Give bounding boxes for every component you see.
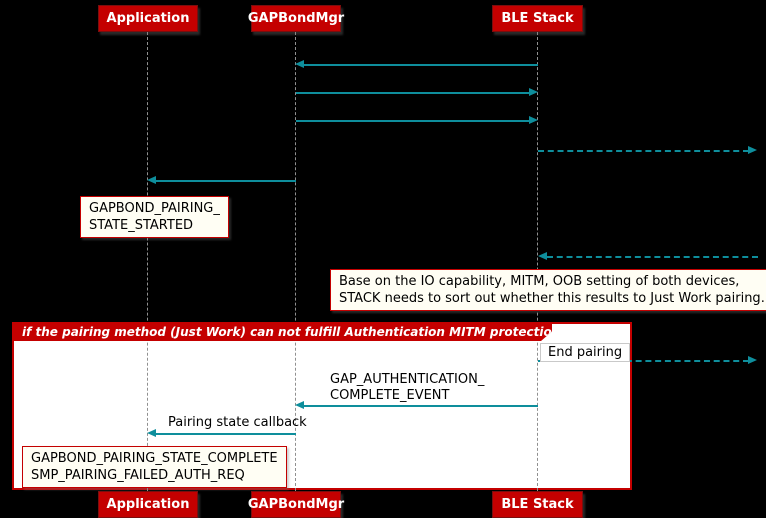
participant-ble-stack-bottom: BLE Stack bbox=[492, 491, 583, 518]
arrowhead-right-icon bbox=[748, 146, 757, 154]
pairing-state-callback-text: Pairing state callback bbox=[168, 415, 307, 430]
message-line-1 bbox=[304, 64, 538, 66]
participant-ble-stack-label: BLE Stack bbox=[501, 497, 574, 512]
note-pairing-state-started: GAPBOND_PAIRING_ STATE_STARTED bbox=[80, 196, 229, 238]
message-line-2 bbox=[296, 92, 530, 94]
participant-ble-stack-top: BLE Stack bbox=[492, 5, 583, 32]
participant-application-label: Application bbox=[106, 11, 190, 26]
participant-gapbondmgr-top: GAPBondMgr bbox=[247, 5, 345, 32]
participant-application-label: Application bbox=[106, 497, 190, 512]
lifeline-ble-stack bbox=[537, 32, 538, 491]
message-line-6 bbox=[547, 256, 758, 258]
message-line-5 bbox=[156, 180, 296, 182]
participant-application-bottom: Application bbox=[98, 491, 198, 518]
arrowhead-right-icon bbox=[748, 356, 757, 364]
arrowhead-left-icon bbox=[295, 60, 304, 68]
message-line-8 bbox=[304, 405, 538, 407]
arrowhead-left-icon bbox=[147, 176, 156, 184]
note-line: SMP_PAIRING_FAILED_AUTH_REQ bbox=[31, 468, 245, 483]
note-line: STACK needs to sort out whether this res… bbox=[339, 291, 765, 306]
end-pairing-text: End pairing bbox=[548, 345, 623, 360]
arrowhead-left-icon bbox=[147, 429, 156, 437]
note-line: GAPBOND_PAIRING_ bbox=[89, 201, 220, 216]
note-io-capability: Base on the IO capability, MITM, OOB set… bbox=[330, 269, 766, 311]
message-label-gap-authentication: GAP_AUTHENTICATION_ COMPLETE_EVENT bbox=[330, 372, 484, 404]
alt-fragment-header: if the pairing method (Just Work) can no… bbox=[12, 322, 552, 341]
message-line-7 bbox=[538, 360, 749, 362]
note-line: STATE_STARTED bbox=[89, 218, 194, 233]
alt-fragment-title: if the pairing method (Just Work) can no… bbox=[22, 324, 561, 339]
gap-authentication-line1: GAP_AUTHENTICATION_ bbox=[330, 372, 485, 387]
arrowhead-left-icon bbox=[538, 252, 547, 260]
participant-gapbondmgr-label: GAPBondMgr bbox=[247, 497, 345, 512]
lifeline-gapbondmgr bbox=[295, 32, 296, 491]
arrowhead-left-icon bbox=[295, 401, 304, 409]
participant-application-top: Application bbox=[98, 5, 198, 32]
message-line-3 bbox=[296, 120, 530, 122]
message-label-pairing-state-callback: Pairing state callback bbox=[168, 415, 307, 431]
note-line: GAPBOND_PAIRING_STATE_COMPLETE bbox=[31, 451, 278, 466]
participant-gapbondmgr-bottom: GAPBondMgr bbox=[247, 491, 345, 518]
message-line-9 bbox=[156, 433, 296, 435]
gap-authentication-line2: COMPLETE_EVENT bbox=[330, 388, 450, 403]
participant-gapbondmgr-label: GAPBondMgr bbox=[247, 11, 345, 26]
note-pairing-complete: GAPBOND_PAIRING_STATE_COMPLETE SMP_PAIRI… bbox=[22, 446, 287, 488]
lifeline-application bbox=[147, 32, 148, 491]
message-line-4 bbox=[538, 150, 749, 152]
arrowhead-right-icon bbox=[529, 116, 538, 124]
note-line: Base on the IO capability, MITM, OOB set… bbox=[339, 274, 740, 289]
arrowhead-right-icon bbox=[529, 88, 538, 96]
message-label-end-pairing: End pairing bbox=[540, 343, 631, 362]
participant-ble-stack-label: BLE Stack bbox=[501, 11, 574, 26]
